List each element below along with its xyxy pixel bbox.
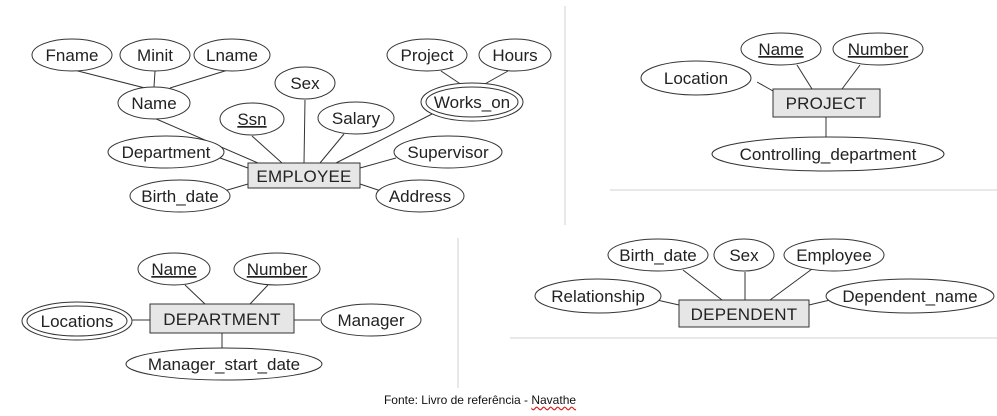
link-sex-employee: [303, 99, 306, 164]
attr-hours-label: Hours: [492, 46, 537, 65]
project-panel: Name Number Location Controlling_departm…: [640, 32, 945, 172]
attr-minit-label: Minit: [137, 46, 173, 65]
link-dnumber-department: [249, 284, 269, 305]
attr-relationship-label: Relationship: [551, 287, 645, 306]
link-department-employee: [219, 157, 249, 169]
attr-works-on-multivalued: Works_on: [420, 82, 524, 122]
attr-supervisor-label: Supervisor: [407, 143, 489, 162]
link-minit-name: [153, 70, 156, 88]
department-panel: Name Number Locations Manager Manager_st…: [21, 252, 422, 381]
attr-supervisor: Supervisor: [393, 135, 503, 169]
attr-project-location: Location: [640, 60, 752, 96]
link-workson-employee: [335, 113, 433, 164]
entity-department: DEPARTMENT: [149, 303, 295, 334]
caption-prefix: Fonte: Livro de referência -: [383, 393, 532, 407]
link-ssn-employee: [251, 135, 283, 164]
attr-lname: Lname: [193, 38, 271, 72]
er-diagram: Fname Minit Lname Name Sex Ssn Salary P: [21, 6, 997, 388]
attr-project-number: Number: [832, 32, 924, 66]
source-caption: Fonte: Livro de referência - Navathe: [0, 393, 960, 407]
attr-project-name: Name: [740, 32, 822, 66]
attr-fname: Fname: [31, 38, 113, 72]
attr-dependent-birth-date-label: Birth_date: [619, 246, 697, 265]
attr-controlling-department: Controlling_department: [711, 136, 945, 172]
attr-minit: Minit: [119, 38, 191, 72]
link-lname-name: [169, 69, 229, 89]
attr-birth-date: Birth_date: [129, 179, 231, 213]
link-location-project: [756, 81, 774, 92]
link-hours-workson: [482, 70, 509, 86]
entity-project-label: PROJECT: [786, 94, 867, 113]
entity-department-label: DEPARTMENT: [163, 310, 281, 329]
attr-department: Department: [107, 135, 225, 169]
link-dname-department: [184, 284, 206, 305]
entity-dependent-label: DEPENDENT: [691, 305, 798, 324]
attr-birth-date-label: Birth_date: [141, 187, 219, 206]
attr-sex-label: Sex: [290, 74, 320, 93]
link-salary-employee: [319, 133, 345, 164]
link-address-employee: [359, 183, 382, 192]
attr-controlling-department-label: Controlling_department: [740, 145, 917, 164]
link-pnumber-project: [841, 64, 861, 90]
attr-lname-label: Lname: [206, 46, 258, 65]
attr-works-on-label: Works_on: [434, 93, 510, 112]
link-relationship-dependent: [656, 299, 680, 306]
attr-dependent-sex-label: Sex: [729, 246, 759, 265]
attr-department-label: Department: [122, 143, 211, 162]
attr-dependent-name-label: Dependent_name: [842, 287, 977, 306]
link-pname-project: [796, 64, 813, 90]
attr-salary: Salary: [317, 101, 395, 135]
dependent-panel: Birth_date Sex Employee Relationship Dep…: [534, 238, 995, 328]
attr-project-label: Project: [401, 46, 454, 65]
entity-dependent: DEPENDENT: [678, 299, 810, 328]
attr-locations-label: Locations: [41, 312, 114, 331]
attr-ssn: Ssn: [219, 102, 285, 136]
attr-sex: Sex: [274, 66, 336, 100]
attr-department-number: Number: [233, 252, 321, 286]
link-project-workson: [440, 70, 463, 86]
caption-author: Navathe: [531, 393, 577, 407]
employee-panel: Fname Minit Lname Name Sex Ssn Salary P: [31, 38, 552, 213]
attr-dependent-employee-label: Employee: [796, 246, 872, 265]
attr-name-label: Name: [131, 94, 176, 113]
link-fname-name: [73, 69, 146, 89]
link-dname-dependent: [808, 299, 831, 306]
attr-dependent-name: Dependent_name: [825, 278, 995, 314]
entity-employee-label: EMPLOYEE: [256, 167, 351, 186]
attr-department-name: Name: [137, 252, 211, 286]
attr-project: Project: [386, 38, 468, 72]
link-birthdate-employee: [223, 183, 249, 192]
attr-locations-multivalued: Locations: [21, 301, 133, 341]
attr-fname-label: Fname: [46, 46, 99, 65]
attr-hours: Hours: [478, 38, 552, 72]
attr-ssn-label: Ssn: [237, 110, 266, 129]
attr-project-name-label: Name: [758, 40, 803, 59]
attr-manager-start-date: Manager_start_date: [125, 347, 323, 381]
entity-project: PROJECT: [772, 88, 881, 118]
attr-address-label: Address: [389, 187, 451, 206]
attr-department-number-label: Number: [247, 260, 308, 279]
attr-project-location-label: Location: [664, 69, 728, 88]
attr-dependent-sex: Sex: [713, 238, 775, 272]
attr-dependent-employee: Employee: [783, 238, 885, 272]
attr-address: Address: [375, 179, 465, 213]
attr-name: Name: [117, 86, 191, 120]
attr-relationship: Relationship: [534, 278, 662, 314]
attr-manager-start-date-label: Manager_start_date: [148, 355, 300, 374]
link-dbirth-dependent: [682, 269, 723, 301]
link-supervisor-employee: [359, 157, 397, 169]
attr-department-name-label: Name: [151, 260, 196, 279]
attr-project-number-label: Number: [848, 40, 909, 59]
attr-manager-label: Manager: [337, 311, 404, 330]
attr-salary-label: Salary: [332, 109, 381, 128]
link-employee-dependent: [769, 268, 813, 301]
entity-employee: EMPLOYEE: [247, 162, 361, 189]
attr-dependent-birth-date: Birth_date: [607, 238, 709, 272]
attr-manager: Manager: [320, 303, 422, 337]
